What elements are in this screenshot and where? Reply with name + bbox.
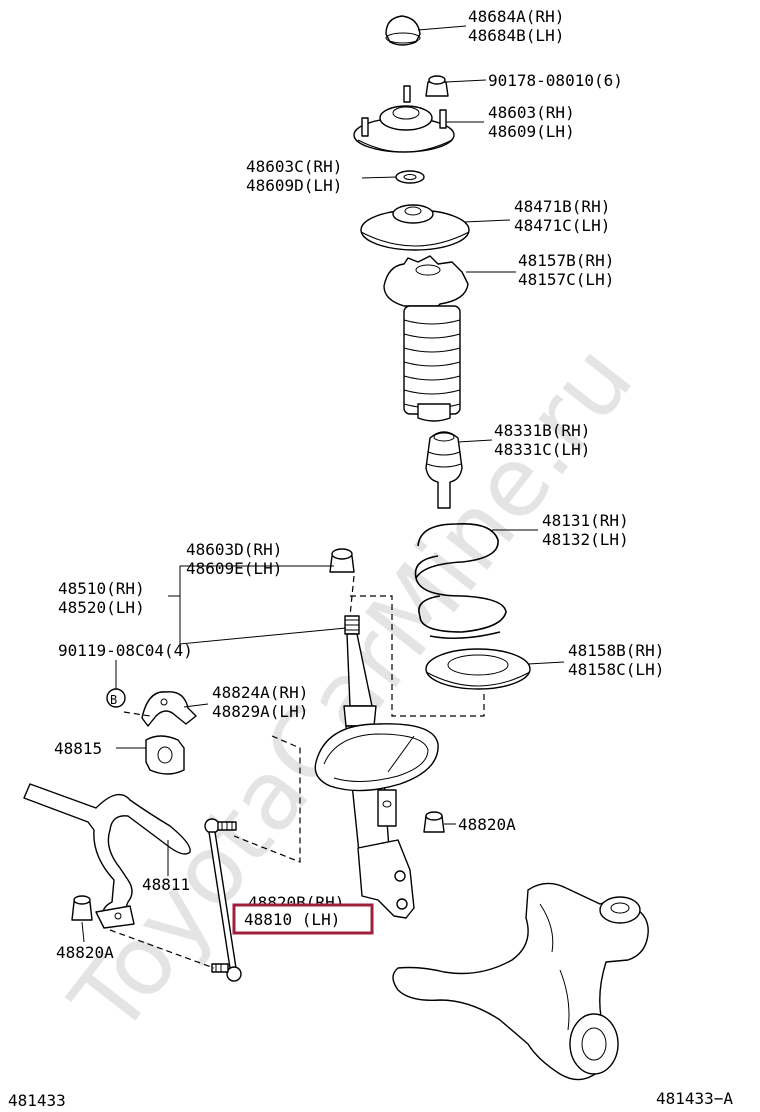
callout-48131[interactable]: 48131(RH) xyxy=(542,511,629,530)
callout-48510[interactable]: 48510(RH) xyxy=(58,579,145,598)
callout-48609e[interactable]: 48609E(LH) xyxy=(186,559,282,578)
callout-48158b[interactable]: 48158B(RH) xyxy=(568,641,664,660)
callout-48331b[interactable]: 48331B(RH) xyxy=(494,421,590,440)
link-nut-part[interactable] xyxy=(423,811,445,833)
bolt-marker[interactable]: B xyxy=(106,688,126,708)
nut-part[interactable] xyxy=(425,75,449,97)
shock-absorber-strut-part[interactable] xyxy=(314,615,439,919)
callout-48603[interactable]: 48603(RH) xyxy=(488,103,575,122)
stabilizer-bracket-part[interactable] xyxy=(141,691,197,727)
callout-48609d[interactable]: 48609D(LH) xyxy=(246,176,342,195)
strut-nut-part[interactable] xyxy=(329,548,355,573)
coil-spring-part[interactable] xyxy=(414,523,507,640)
callout-48471b[interactable]: 48471B(RH) xyxy=(514,197,610,216)
callout-48684a[interactable]: 48684A(RH) xyxy=(468,7,564,26)
highlight-box xyxy=(232,903,374,935)
callout-48810[interactable]: 48810 (LH) xyxy=(244,910,340,929)
stabilizer-bushing-part[interactable] xyxy=(145,735,185,775)
callout-48132[interactable]: 48132(LH) xyxy=(542,530,629,549)
callout-48829a[interactable]: 48829A(LH) xyxy=(212,702,308,721)
callout-48158c[interactable]: 48158C(LH) xyxy=(568,660,664,679)
upper-support-part[interactable] xyxy=(353,85,455,153)
lower-insulator-part[interactable] xyxy=(425,648,531,690)
callout-48603c[interactable]: 48603C(RH) xyxy=(246,157,342,176)
callout-48520[interactable]: 48520(LH) xyxy=(58,598,145,617)
callout-48157c[interactable]: 48157C(LH) xyxy=(518,270,614,289)
part-number-callouts: 48684A(RH) 48684B(LH) 90178-08010(6) 486… xyxy=(54,7,664,962)
callout-48815[interactable]: 48815 xyxy=(54,739,102,758)
highlight-backdrop xyxy=(234,905,372,933)
callout-48157b[interactable]: 48157B(RH) xyxy=(518,251,614,270)
callout-48603d[interactable]: 48603D(RH) xyxy=(186,540,282,559)
callout-48609[interactable]: 48609(LH) xyxy=(488,122,575,141)
callout-48820a-right[interactable]: 48820A xyxy=(458,815,516,834)
diagram-id-left: 481433 xyxy=(8,1091,66,1110)
bearing-washer-part[interactable] xyxy=(395,170,425,184)
circled-letter-b: B xyxy=(110,693,117,707)
stabilizer-link-part[interactable] xyxy=(204,818,242,982)
callout-90178[interactable]: 90178-08010(6) xyxy=(488,71,623,90)
stabilizer-bar-part[interactable] xyxy=(23,783,191,929)
callout-48331c[interactable]: 48331C(LH) xyxy=(494,440,590,459)
dashed-guides xyxy=(109,575,485,969)
callout-48471c[interactable]: 48471C(LH) xyxy=(514,216,610,235)
leader-lines xyxy=(81,25,565,943)
callout-48684b[interactable]: 48684B(LH) xyxy=(468,26,564,45)
callout-48820a-left[interactable]: 48820A xyxy=(56,943,114,962)
stabilizer-nut-part[interactable] xyxy=(71,895,93,921)
bump-stopper-part[interactable] xyxy=(425,431,463,509)
diagram-id-right: 481433−A xyxy=(656,1089,733,1108)
callout-48824a[interactable]: 48824A(RH) xyxy=(212,683,308,702)
upper-spring-seat-part[interactable] xyxy=(360,204,470,251)
callout-48811[interactable]: 48811 xyxy=(142,875,190,894)
callout-90119[interactable]: 90119-08C04(4) xyxy=(58,641,193,660)
dust-cap-part[interactable] xyxy=(385,15,421,46)
bellows-boot-part[interactable] xyxy=(383,255,469,422)
steering-knuckle-part[interactable] xyxy=(392,882,649,1081)
